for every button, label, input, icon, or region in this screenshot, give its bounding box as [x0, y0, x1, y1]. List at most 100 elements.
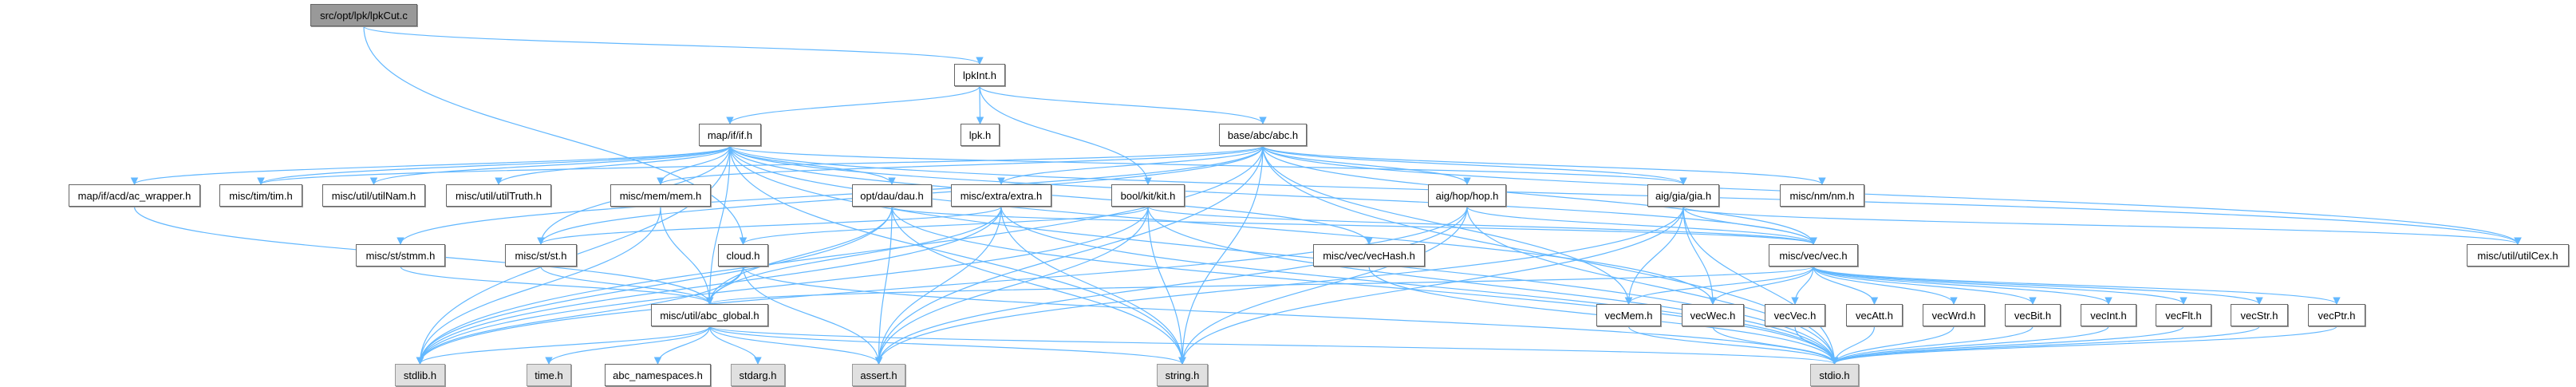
- edge-vec-to-vecMem: [1624, 266, 1814, 305]
- node-utilTruth[interactable]: misc/util/utilTruth.h: [446, 184, 551, 207]
- node-vecInt[interactable]: vecInt.h: [2081, 304, 2136, 326]
- node-stmm[interactable]: misc/st/stmm.h: [356, 244, 445, 267]
- edge-dau-to-vec: [891, 206, 1817, 245]
- edge-abc-to-vec: [1262, 145, 1817, 245]
- edge-lpkCut-to-lpkInt: [363, 26, 984, 65]
- edge-vec-to-vecFlt: [1813, 266, 2187, 305]
- edge-if-to-string: [729, 145, 1186, 365]
- node-stdarg: stdarg.h: [731, 364, 785, 386]
- node-st[interactable]: misc/st/st.h: [505, 244, 577, 267]
- edge-abc-to-utilCex: [1262, 145, 2522, 245]
- node-vecBit[interactable]: vecBit.h: [2005, 304, 2061, 326]
- edge-stmm-to-abc_global: [400, 266, 714, 305]
- node-vecVec[interactable]: vecVec.h: [1765, 304, 1825, 326]
- node-lpkInt[interactable]: lpkInt.h: [954, 64, 1005, 86]
- node-nm[interactable]: misc/nm/nm.h: [1780, 184, 1864, 207]
- edge-mem-to-abc_global: [660, 206, 714, 305]
- edge-abc_global-to-stdarg: [708, 326, 762, 365]
- node-lpkCut[interactable]: src/opt/lpk/lpkCut.c: [310, 4, 417, 26]
- node-vecWrd[interactable]: vecWrd.h: [1923, 304, 1985, 326]
- edge-kit-to-cloud: [739, 206, 1149, 245]
- edge-vecMem-to-stdio: [1627, 326, 1839, 365]
- node-gia[interactable]: aig/gia/gia.h: [1647, 184, 1719, 207]
- edge-abc-to-nm: [1262, 145, 1826, 185]
- edge-abc-to-string: [1178, 145, 1264, 365]
- node-utilNam[interactable]: misc/util/utilNam.h: [322, 184, 425, 207]
- edge-hop-to-assert: [874, 206, 1468, 365]
- node-vecHash[interactable]: misc/vec/vecHash.h: [1313, 244, 1425, 267]
- edge-if-to-gia: [729, 145, 1687, 185]
- node-vec[interactable]: misc/vec/vec.h: [1769, 244, 1858, 267]
- edge-cloud-to-stdio: [742, 266, 1839, 365]
- edge-hop-to-stdlib: [416, 206, 1468, 365]
- edge-vecPtr-to-stdio: [1830, 326, 2337, 365]
- edge-dau-to-assert: [874, 206, 893, 365]
- node-dau[interactable]: opt/dau/dau.h: [852, 184, 932, 207]
- edge-abc-to-gia: [1262, 145, 1687, 185]
- edge-vec-to-vecPtr: [1813, 266, 2341, 305]
- node-extra[interactable]: misc/extra/extra.h: [951, 184, 1051, 207]
- edge-cloud-to-assert: [742, 266, 883, 365]
- node-mem[interactable]: misc/mem/mem.h: [610, 184, 711, 207]
- node-vecWec[interactable]: vecWec.h: [1682, 304, 1744, 326]
- edge-vecStr-to-stdio: [1830, 326, 2260, 365]
- node-string: string.h: [1157, 364, 1208, 386]
- edge-vecWrd-to-stdio: [1830, 326, 1955, 365]
- edge-kit-to-vec: [1147, 206, 1817, 245]
- edge-vecInt-to-stdio: [1830, 326, 2109, 365]
- edge-vec-to-vecInt: [1813, 266, 2112, 305]
- node-ac-wrapper[interactable]: map/if/acd/ac_wrapper.h: [69, 184, 200, 207]
- edge-lpkCut-to-cloud: [363, 26, 748, 245]
- edge-st-to-abc_global: [540, 266, 714, 305]
- node-if[interactable]: map/if/if.h: [699, 124, 761, 146]
- edge-gia-to-stdio: [1682, 206, 1839, 365]
- edge-abc-to-tim: [257, 145, 1264, 185]
- edge-abc-to-stmm: [396, 145, 1264, 245]
- edge-if-to-utilNam: [369, 145, 731, 185]
- edge-extra-to-stdlib: [416, 206, 1002, 365]
- edge-vec-to-abc_global: [706, 266, 1814, 305]
- edge-abc-to-extra: [997, 145, 1264, 185]
- edge-abc_global-to-abc_namespaces: [653, 326, 711, 365]
- edge-gia-to-utilCex: [1682, 206, 2522, 245]
- edge-lpkInt-to-if: [726, 85, 980, 124]
- edge-if-to-abc_global: [705, 145, 731, 305]
- edge-hop-to-string: [1178, 206, 1468, 365]
- node-kit[interactable]: bool/kit/kit.h: [1111, 184, 1185, 207]
- edge-vec-to-vecBit: [1813, 266, 2037, 305]
- edge-vec-to-vecStr: [1813, 266, 2263, 305]
- node-vecMem[interactable]: vecMem.h: [1596, 304, 1661, 326]
- edge-abc-to-mem: [657, 145, 1264, 185]
- node-abc-namespaces[interactable]: abc_namespaces.h: [605, 364, 711, 386]
- node-vecFlt[interactable]: vecFlt.h: [2156, 304, 2211, 326]
- edge-abc_global-to-time: [545, 326, 711, 365]
- node-utilCex[interactable]: misc/util/utilCex.h: [2467, 244, 2569, 267]
- node-vecStr[interactable]: vecStr.h: [2231, 304, 2288, 326]
- node-hop[interactable]: aig/hop/hop.h: [1428, 184, 1506, 207]
- edge-vec-to-vecWrd: [1813, 266, 1958, 305]
- edge-if-to-utilCex: [729, 145, 2522, 245]
- node-abc[interactable]: base/abc/abc.h: [1219, 124, 1307, 146]
- edge-extra-to-stdio: [1000, 206, 1839, 365]
- edge-vec-to-vecWec: [1709, 266, 1814, 305]
- edge-abc-to-assert: [874, 145, 1264, 365]
- node-cloud[interactable]: cloud.h: [718, 244, 768, 267]
- edge-kit-to-stdio: [1147, 206, 1839, 365]
- node-vecPtr[interactable]: vecPtr.h: [2308, 304, 2365, 326]
- edge-abc_global-to-string: [708, 326, 1186, 365]
- node-stdio: stdio.h: [1810, 364, 1859, 386]
- edge-if-to-ac_wrapper: [130, 145, 731, 185]
- node-tim[interactable]: misc/tim/tim.h: [219, 184, 302, 207]
- edge-vecWec-to-stdio: [1712, 326, 1839, 365]
- edge-gia-to-vec: [1682, 206, 1817, 245]
- edge-hop-to-stdio: [1466, 206, 1839, 365]
- edge-kit-to-string: [1147, 206, 1186, 365]
- node-abc-global[interactable]: misc/util/abc_global.h: [651, 304, 768, 326]
- node-lpk[interactable]: lpk.h: [961, 124, 1000, 146]
- edge-gia-to-vecWec: [1682, 206, 1717, 305]
- node-vecAtt[interactable]: vecAtt.h: [1846, 304, 1903, 326]
- edge-abc_global-to-assert: [708, 326, 883, 365]
- edge-abc-to-hop: [1262, 145, 1471, 185]
- edge-vecBit-to-stdio: [1830, 326, 2034, 365]
- edge-mem-to-stdlib: [416, 206, 661, 365]
